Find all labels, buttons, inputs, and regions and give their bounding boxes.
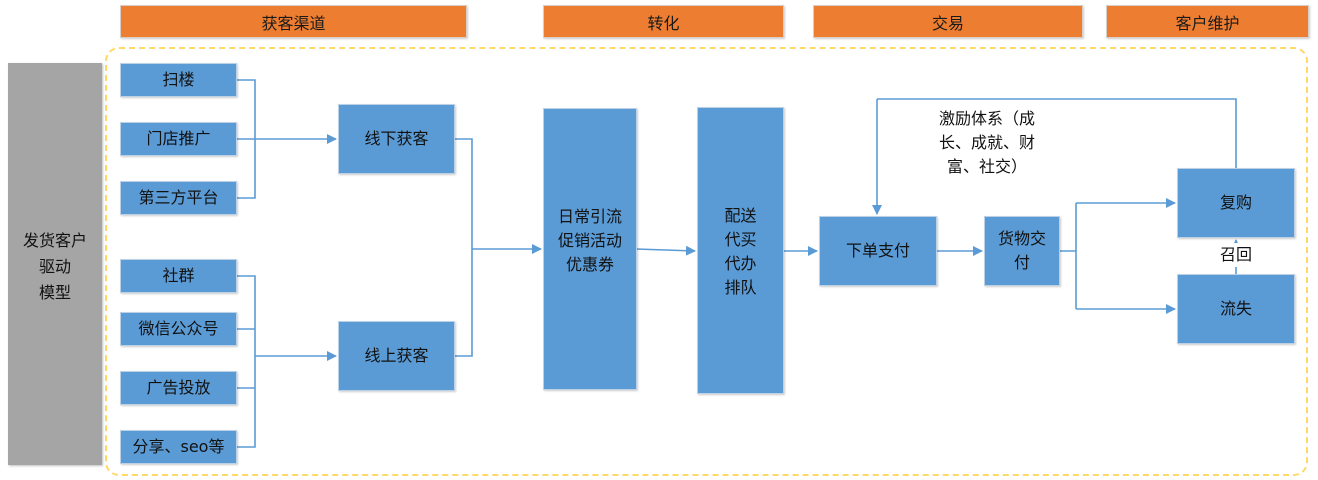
channel-online-wechat: 微信公众号 [120,312,237,346]
stage-header-transaction: 交易 [813,5,1083,38]
node-repurchase: 复购 [1177,168,1295,238]
stage-header-conversion: 转化 [543,5,784,38]
wire-offline-bus [237,79,256,199]
wire-acquisition-merge [454,138,473,357]
model-label-box: 发货客户 驱动 模型 [8,63,102,465]
channel-offline-store-promo: 门店推广 [120,122,237,156]
node-traffic-promotion: 日常引流 促销活动 优惠券 [543,108,637,390]
node-delivery-service: 配送 代买 代办 排队 [697,107,784,394]
arrow-to-service [635,245,696,256]
incentive-system-label: 激励体系（成 长、成就、财 富、社交） [938,109,1035,176]
channel-offline-third-party: 第三方平台 [120,181,237,215]
recall-label: 召回 [1214,243,1258,267]
node-goods-delivery: 货物交 付 [984,216,1060,286]
channel-online-ads: 广告投放 [120,371,237,405]
wire-incentive-loop [877,98,1237,168]
wire-online-bus [237,275,256,448]
channel-online-share-seo: 分享、seo等 [120,430,237,464]
node-churn: 流失 [1177,274,1295,344]
stage-header-retention: 客户维护 [1106,5,1309,38]
wire-delivery-split [1059,203,1077,309]
stage-header-acquisition: 获客渠道 [120,5,467,38]
flow-frame [105,47,1308,476]
node-online-acquisition: 线上获客 [338,321,455,391]
channel-online-community: 社群 [120,259,237,293]
node-offline-acquisition: 线下获客 [338,104,455,174]
node-order-payment: 下单支付 [819,216,937,286]
channel-offline-scan-building: 扫楼 [120,63,237,97]
